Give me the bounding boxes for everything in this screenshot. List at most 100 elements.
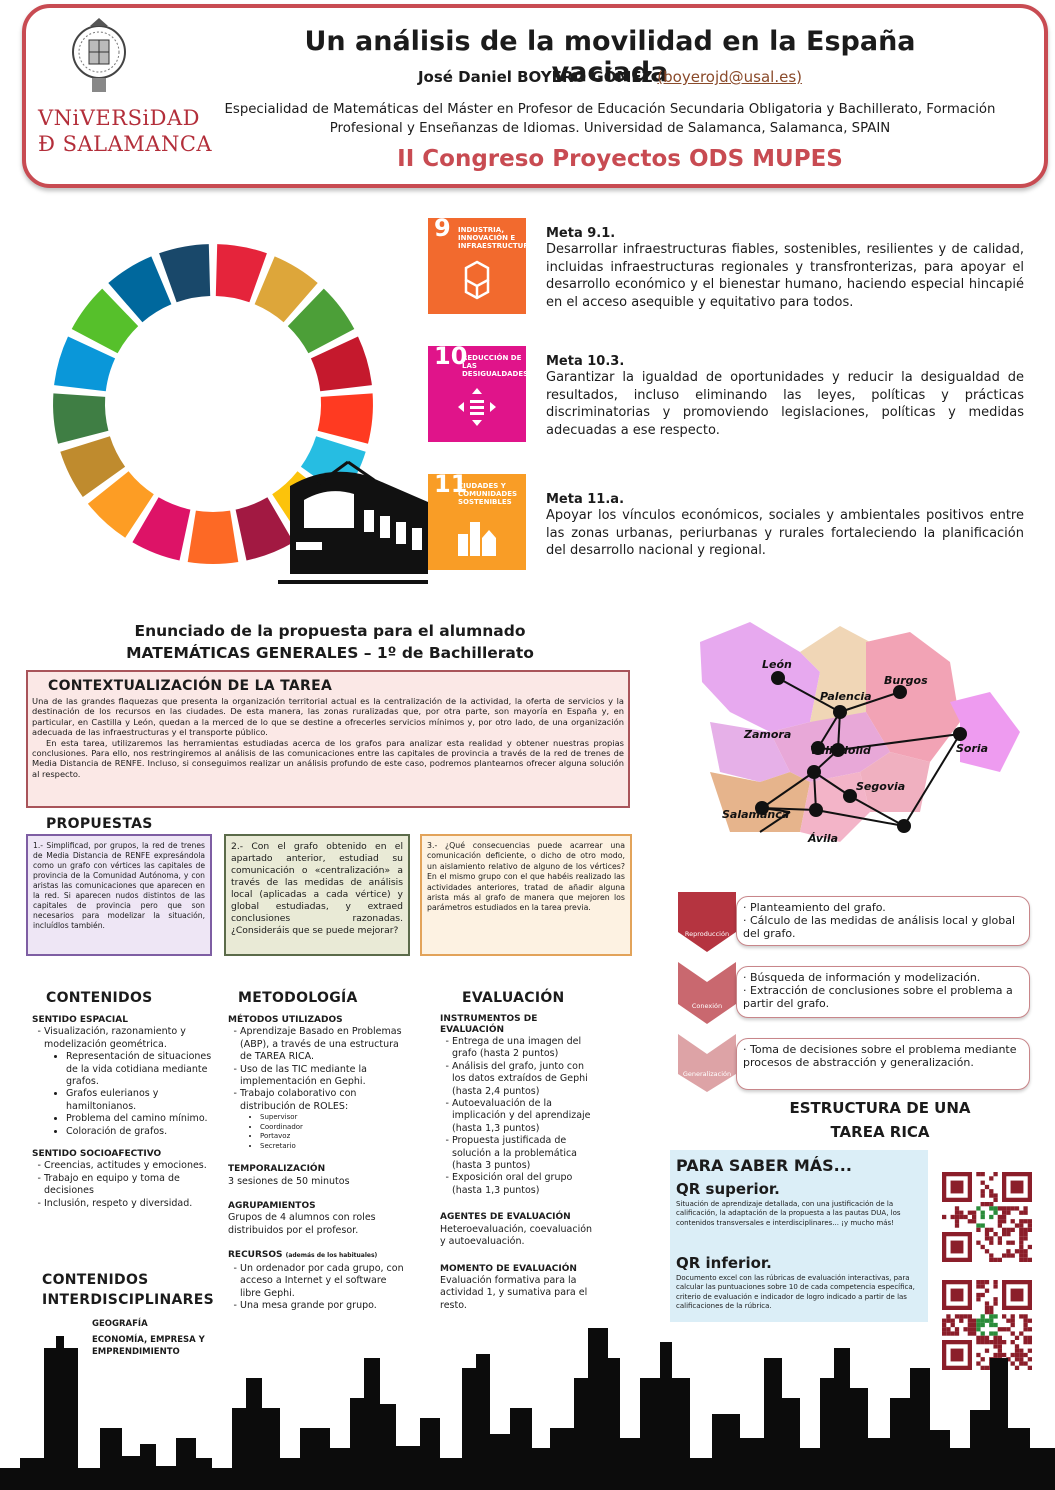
qr-module [980, 1244, 985, 1250]
estructura-title-line2: TAREA RICA [830, 1123, 930, 1141]
qr-module [1010, 1206, 1015, 1211]
sdg-wheel-segment [132, 497, 191, 561]
qr-module [989, 1193, 994, 1198]
qr-module [1019, 1253, 1024, 1258]
qr-module [1002, 1214, 1007, 1220]
sdg-tile-11: 11 Ciudades y comunidades sostenibles [428, 472, 526, 570]
qr-module [1019, 1257, 1024, 1262]
list-item: Un ordenador por cada grupo, con acceso … [240, 1263, 408, 1300]
qr-module [1019, 1361, 1024, 1366]
qr-code-upper[interactable] [942, 1172, 1032, 1262]
recursos-heading-row: RECURSOS (además de los habituales) [228, 1249, 408, 1262]
qr-module [984, 1202, 990, 1207]
qr-module [980, 1172, 985, 1177]
qr-module [1023, 1232, 1028, 1237]
propuesta-2: 2.- Con el grafo obtenido en el apartado… [224, 834, 410, 956]
qr-module [984, 1232, 990, 1237]
qr-module [1010, 1352, 1015, 1358]
qr-module [1027, 1223, 1032, 1228]
qr-module [1002, 1219, 1007, 1224]
list-item-text: Visualización, razonamiento y modelizaci… [44, 1026, 186, 1050]
qr-module [980, 1280, 985, 1285]
qr-module [954, 1331, 960, 1336]
qr-module [972, 1318, 977, 1323]
qr-module [1019, 1227, 1024, 1232]
qr-module [984, 1318, 990, 1323]
qr-module [976, 1352, 981, 1358]
qr-module [967, 1219, 972, 1224]
qr-module [1006, 1253, 1011, 1258]
qr-module [993, 1197, 998, 1202]
qr-module [984, 1288, 990, 1293]
sdg-wheel-segment [60, 436, 126, 497]
qr-module [989, 1206, 994, 1211]
qr-module [1023, 1257, 1028, 1262]
sdg-wheel-segment [159, 244, 211, 303]
node-medina [807, 765, 821, 779]
qr-module [984, 1236, 990, 1241]
qr-code-lower[interactable] [942, 1280, 1032, 1370]
propuesta-1: 1.- Simplificad, por grupos, la red de t… [26, 834, 212, 956]
step-line: · Extracción de conclusiones sobre el pr… [743, 984, 1013, 1010]
list-item: Autoevaluación de la implicación y del a… [452, 1098, 600, 1135]
qr-module [1027, 1348, 1032, 1353]
qr-module [993, 1297, 998, 1302]
qr-module [1023, 1206, 1028, 1211]
estructura-title: ESTRUCTURA DE UNA TAREA RICA [760, 1096, 1000, 1144]
qr-module [954, 1219, 960, 1224]
qr-module [942, 1322, 947, 1328]
qr-module [972, 1331, 977, 1336]
qr-module [1014, 1223, 1020, 1228]
sdg-label: Industria, innovación e infraestructura [458, 226, 535, 250]
qr-module [997, 1214, 1002, 1220]
qr-module [993, 1335, 998, 1340]
evaluacion-column: INSTRUMENTOS DE EVALUACIÓN Entrega de un… [440, 1014, 600, 1312]
qr-module [984, 1335, 990, 1340]
qr-module [1023, 1236, 1028, 1241]
contextualizacion-heading: CONTEXTUALIZACIÓN DE LA TAREA [48, 678, 333, 694]
qr-module [980, 1331, 985, 1336]
node-leon [771, 671, 785, 685]
qr-module [1019, 1348, 1024, 1353]
qr-module [972, 1322, 977, 1328]
qr-module [1014, 1335, 1020, 1340]
list-item: Coloración de grafos. [66, 1126, 212, 1138]
qr-module [976, 1172, 981, 1177]
qr-module [942, 1318, 947, 1323]
map-region-palencia [800, 626, 870, 722]
qr-module [1019, 1314, 1024, 1319]
qr-module [1027, 1227, 1032, 1232]
espacial-sublist: Representación de situaciones de la vida… [44, 1051, 212, 1138]
meta-text: Apoyar los vínculos económicos, sociales… [546, 508, 1024, 558]
qr-module [1010, 1219, 1015, 1224]
propuesta-3: 3.- ¿Qué consecuencias puede acarrear un… [420, 834, 632, 956]
qr-module [1006, 1232, 1011, 1237]
qr-module [1027, 1335, 1032, 1340]
qr-module [993, 1193, 998, 1198]
step-box-conexion: · Búsqueda de información y modelización… [736, 966, 1030, 1018]
qr-module [1002, 1327, 1007, 1332]
qr-module [1014, 1249, 1020, 1254]
qr-module [1027, 1318, 1032, 1323]
qr-module [984, 1301, 990, 1306]
list-item: Entrega de una imagen del grafo (hasta 2… [452, 1036, 600, 1061]
qr-module [993, 1331, 998, 1336]
author-email-link[interactable]: (boyerojd@usal.es) [657, 68, 803, 86]
list-item: Propuesta justificada de solución a la p… [452, 1135, 600, 1172]
qr-module [997, 1335, 1002, 1340]
qr-module [972, 1327, 977, 1332]
qr-module [967, 1331, 972, 1336]
estructura-title-line1: ESTRUCTURA DE UNA [789, 1099, 971, 1117]
qr-module [997, 1223, 1002, 1228]
qr-module [993, 1232, 998, 1237]
qr-finder [950, 1288, 964, 1302]
qr-module [976, 1327, 981, 1332]
map-label-leon: León [762, 658, 792, 671]
contextualizacion-box: CONTEXTUALIZACIÓN DE LA TAREA Una de las… [26, 670, 630, 808]
node-segovia [843, 789, 857, 803]
qr-module [1002, 1206, 1007, 1211]
node-soria [953, 727, 967, 741]
qr-module [1023, 1249, 1028, 1254]
qr-module [993, 1210, 998, 1215]
qr-module [984, 1340, 990, 1345]
